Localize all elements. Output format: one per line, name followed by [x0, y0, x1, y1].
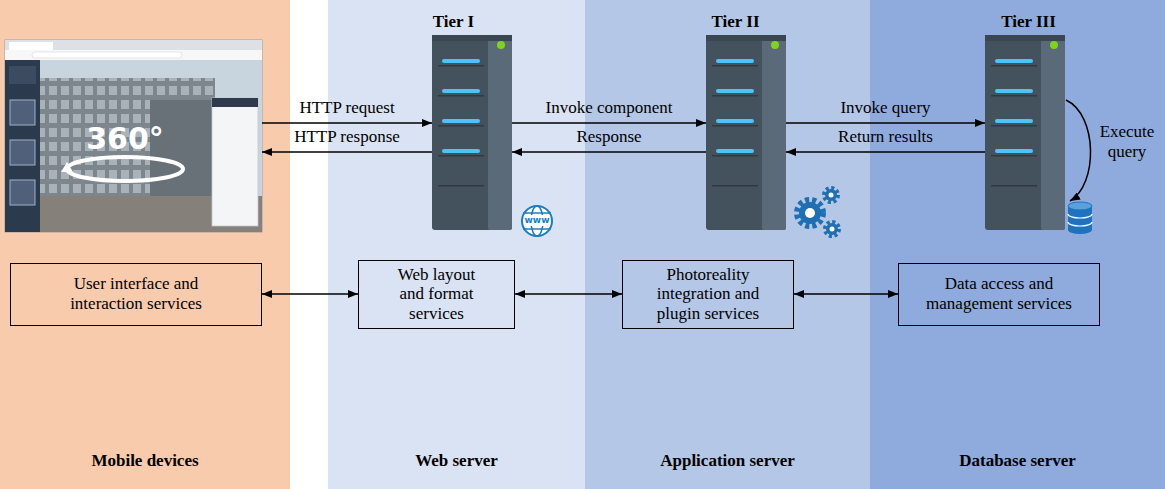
address-bar [32, 52, 182, 58]
server-label: Mobile devices [0, 451, 290, 471]
database-server-icon [985, 35, 1065, 230]
arrow-label: HTTP response [262, 127, 432, 147]
response-arrow [512, 151, 706, 153]
arrow-label: Response [512, 127, 706, 147]
nav-logo [9, 66, 36, 84]
app-screenshot [5, 40, 262, 232]
gear-hole [829, 193, 834, 198]
building-windows [40, 78, 215, 196]
gear-body [826, 223, 838, 235]
nav-icon [10, 100, 35, 125]
gear-body [825, 189, 837, 201]
application-server-icon [706, 35, 786, 230]
sky [40, 60, 262, 232]
rotate-arrowhead [61, 162, 73, 172]
building [40, 78, 215, 196]
service-box: Photoreality integration and plugin serv… [622, 260, 794, 329]
return-results-arrow [786, 151, 985, 153]
database-ring [1068, 214, 1092, 218]
server-label: Application server [585, 451, 870, 471]
double-arrow-connector [794, 293, 898, 295]
nav-icon [10, 180, 35, 205]
service-box: User interface and interaction services [10, 263, 262, 326]
browser-tab [9, 42, 53, 50]
invoke-query-arrow [786, 122, 985, 124]
side-panel-header [212, 98, 258, 107]
gear-hole [830, 227, 835, 232]
arrow-label: Invoke query [786, 98, 985, 118]
toolbar [5, 50, 262, 60]
execute-query-arrow [1066, 100, 1091, 201]
tab-bar [5, 40, 262, 50]
database-top [1068, 202, 1092, 210]
web-server-icon [432, 35, 512, 230]
http-response-arrow [262, 151, 432, 153]
gear-teeth [825, 222, 839, 236]
http-request-arrow [262, 122, 432, 124]
tier-heading: Tier II [593, 12, 878, 32]
gear-teeth [797, 200, 823, 226]
globe-text: www [524, 215, 550, 226]
arrow-label: HTTP request [262, 98, 432, 118]
tier-heading: Tier I [325, 12, 582, 32]
database-ring [1068, 222, 1092, 226]
arrow-label: Execute query [1092, 122, 1162, 162]
database-base [1068, 226, 1092, 234]
invoke-component-arrow [512, 122, 706, 124]
service-text: Web layout and format services [390, 265, 483, 324]
arrow-label: Invoke component [512, 98, 706, 118]
rotate-ring [67, 157, 183, 181]
double-arrow-connector [262, 293, 358, 295]
service-box: Web layout and format services [358, 260, 515, 329]
nav-icon [10, 140, 35, 165]
service-text: Data access and management services [920, 274, 1078, 313]
globe-parallel [523, 212, 551, 214]
service-text: Photoreality integration and plugin serv… [643, 265, 773, 324]
globe-parallel [523, 228, 551, 230]
arrow-label: Return results [786, 127, 985, 147]
gears-icon [797, 188, 839, 236]
gear-teeth [824, 188, 838, 202]
panorama-badge: 360° [65, 122, 185, 156]
server-label: Web server [328, 451, 585, 471]
gear-body [799, 202, 821, 224]
nav-bar [5, 60, 40, 232]
globe-outline [522, 206, 552, 236]
globe-icon [522, 206, 552, 236]
double-arrow-connector [515, 293, 622, 295]
tier-heading: Tier III [881, 12, 1165, 32]
service-box: Data access and management services [898, 263, 1100, 326]
database-icon [1068, 202, 1092, 234]
side-panel [212, 98, 258, 226]
server-label: Database server [870, 451, 1165, 471]
gear-hole [805, 208, 815, 218]
service-text: User interface and interaction services [51, 274, 221, 313]
browser-frame [5, 40, 262, 232]
